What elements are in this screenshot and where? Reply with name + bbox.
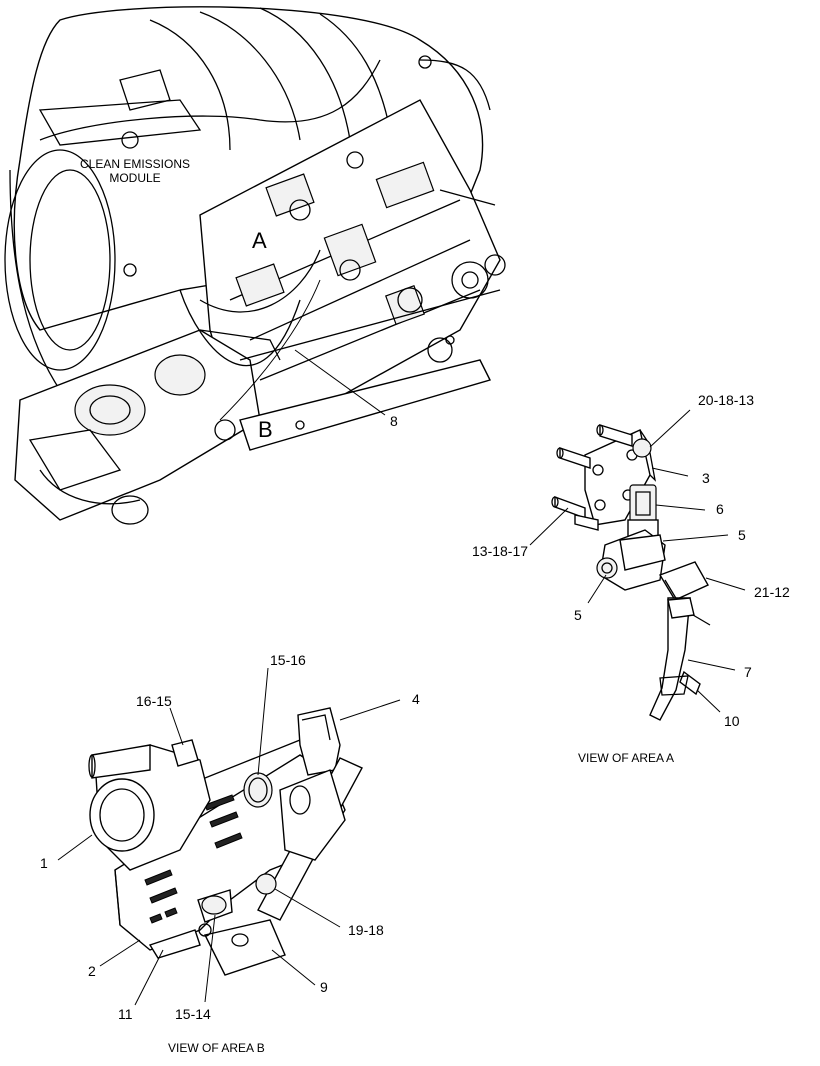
leader-5-left [587,574,607,604]
leader-5-right [662,534,729,542]
callout-8-leader [294,349,386,416]
leader-2 [99,939,141,967]
leader-11 [134,949,164,1006]
callout-13-18-17: 13-18-17 [472,543,528,559]
callout-3: 3 [702,470,710,486]
callout-19-18: 19-18 [348,922,384,938]
leader-4 [339,699,401,721]
engine-overview [4,6,506,525]
callout-20-18-13: 20-18-13 [698,392,754,408]
callout-5-right: 5 [738,527,746,543]
area-b-marker: B [258,417,273,442]
leader-10 [696,689,721,713]
leader-7 [687,659,736,671]
callout-10: 10 [724,713,740,729]
callout-2: 2 [88,963,96,979]
callout-1: 1 [40,855,48,871]
view-a-caption: VIEW OF AREA A [578,751,674,765]
callout-11: 11 [118,1006,133,1022]
leader-16-15 [169,707,184,746]
callout-15-14: 15-14 [175,1006,211,1022]
callout-5-left: 5 [574,607,582,623]
leader-20-18-13 [649,409,691,448]
leader-1 [57,834,93,861]
callout-6: 6 [716,501,724,517]
leader-15-16 [257,667,269,776]
view-b-assembly [88,707,363,976]
callout-7: 7 [744,664,752,680]
callout-8: 8 [390,413,398,429]
area-a-marker: A [252,228,267,253]
callout-21-12: 21-12 [754,584,790,600]
callout-9: 9 [320,979,328,995]
leader-3 [651,467,689,477]
callout-16-15: 16-15 [136,693,172,709]
leader-6 [655,504,706,511]
module-label-line1: CLEAN EMISSIONS [80,157,190,171]
view-b-caption: VIEW OF AREA B [168,1041,265,1055]
leader-19-18 [274,888,341,928]
leader-15-14 [204,914,216,1003]
leader-9 [271,949,316,986]
leader-13-18-17 [529,507,569,546]
callout-15-16: 15-16 [270,652,306,668]
callout-4: 4 [412,691,420,707]
module-label-line2: MODULE [109,171,160,185]
view-a-assembly [551,424,711,721]
leader-21-12 [705,577,746,591]
